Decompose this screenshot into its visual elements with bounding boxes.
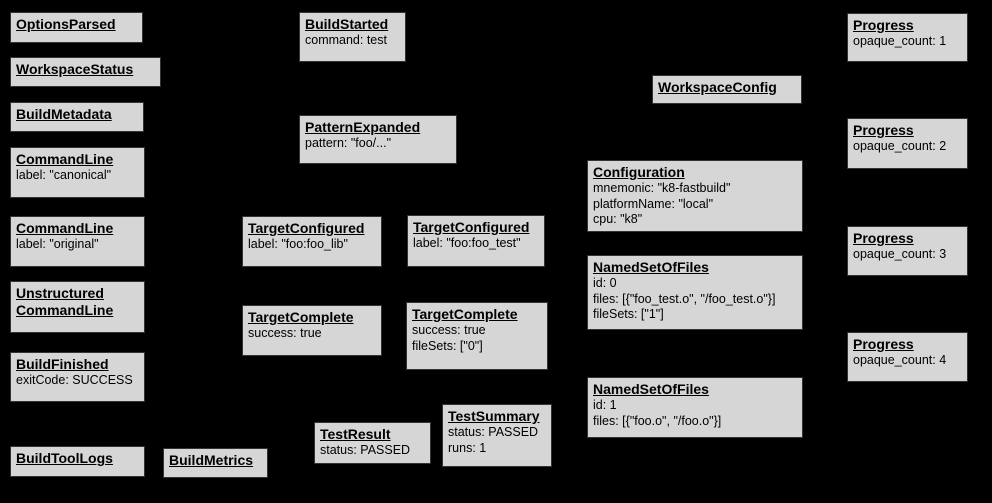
node-field: command: test xyxy=(305,33,387,47)
node-pattern-expanded: PatternExpanded pattern: "foo/..." xyxy=(299,115,457,164)
node-title: BuildFinished xyxy=(16,356,109,372)
node-command-line-original: CommandLine label: "original" xyxy=(10,216,145,267)
node-command-line-canonical: CommandLine label: "canonical" xyxy=(10,147,145,198)
node-title: TargetComplete xyxy=(412,306,518,322)
node-test-summary: TestSummary status: PASSED runs: 1 xyxy=(442,404,552,467)
node-title: Unstructured CommandLine xyxy=(16,285,114,318)
node-field: opaque_count: 2 xyxy=(853,139,947,153)
node-title: TargetComplete xyxy=(248,309,354,325)
node-field: label: "foo:foo_test" xyxy=(413,236,521,250)
node-build-finished: BuildFinished exitCode: SUCCESS xyxy=(10,352,145,402)
node-progress-1: Progress opaque_count: 1 xyxy=(847,13,968,62)
node-title: Progress xyxy=(853,122,914,138)
node-field: runs: 1 xyxy=(448,440,487,455)
node-title: TestSummary xyxy=(448,408,540,424)
node-field: opaque_count: 1 xyxy=(853,34,947,48)
node-workspace-config: WorkspaceConfig xyxy=(652,75,802,104)
node-title: TestResult xyxy=(320,426,391,442)
node-title: Progress xyxy=(853,230,914,246)
node-test-result: TestResult status: PASSED xyxy=(314,422,431,464)
node-field: status: PASSED xyxy=(320,443,411,457)
node-field: label: "canonical" xyxy=(16,168,112,182)
node-title: WorkspaceConfig xyxy=(658,79,777,95)
node-target-complete-test: TargetComplete success: true fileSets: [… xyxy=(406,302,548,370)
node-field: label: "original" xyxy=(16,237,99,251)
node-title: CommandLine xyxy=(16,220,114,236)
node-field: fileSets: ["1"] xyxy=(593,307,664,321)
node-progress-3: Progress opaque_count: 3 xyxy=(847,226,968,276)
node-build-tool-logs: BuildToolLogs xyxy=(10,446,145,477)
node-build-metadata: BuildMetadata xyxy=(10,102,144,132)
node-field: files: [{"foo_test.o", "/foo_test.o"}] xyxy=(593,291,776,306)
node-field: pattern: "foo/..." xyxy=(305,136,392,150)
node-named-set-of-files-0: NamedSetOfFiles id: 0 files: [{"foo_test… xyxy=(587,255,803,330)
node-title: BuildToolLogs xyxy=(16,450,113,466)
node-target-complete-lib: TargetComplete success: true xyxy=(242,305,382,356)
node-title: BuildStarted xyxy=(305,16,389,32)
node-build-metrics: BuildMetrics xyxy=(163,448,268,478)
node-target-configured-test: TargetConfigured label: "foo:foo_test" xyxy=(407,215,545,267)
node-title: CommandLine xyxy=(16,151,114,167)
node-title: NamedSetOfFiles xyxy=(593,259,709,275)
node-title: BuildMetadata xyxy=(16,106,112,122)
node-field: label: "foo:foo_lib" xyxy=(248,237,348,251)
node-field: status: PASSED xyxy=(448,425,539,439)
node-field: mnemonic: "k8-fastbuild" xyxy=(593,181,731,195)
node-field: platformName: "local" xyxy=(593,196,714,211)
node-title: Progress xyxy=(853,17,914,33)
node-field: exitCode: SUCCESS xyxy=(16,373,133,387)
node-title: PatternExpanded xyxy=(305,119,421,135)
node-field: success: true xyxy=(248,326,322,340)
node-field: opaque_count: 3 xyxy=(853,247,947,261)
node-title: TargetConfigured xyxy=(413,219,530,235)
node-progress-2: Progress opaque_count: 2 xyxy=(847,118,968,169)
node-field: cpu: "k8" xyxy=(593,212,643,226)
node-build-started: BuildStarted command: test xyxy=(299,12,406,62)
node-title: WorkspaceStatus xyxy=(16,61,134,77)
node-field: id: 0 xyxy=(593,276,617,290)
node-title: Progress xyxy=(853,336,914,352)
node-named-set-of-files-1: NamedSetOfFiles id: 1 files: [{"foo.o", … xyxy=(587,377,803,438)
node-title: TargetConfigured xyxy=(248,220,365,236)
node-target-configured-lib: TargetConfigured label: "foo:foo_lib" xyxy=(242,216,382,267)
node-field: success: true xyxy=(412,323,486,337)
node-field: files: [{"foo.o", "/foo.o"}] xyxy=(593,413,722,428)
node-field: fileSets: ["0"] xyxy=(412,338,483,353)
node-title: OptionsParsed xyxy=(16,16,116,32)
node-field: opaque_count: 4 xyxy=(853,353,947,367)
node-title: BuildMetrics xyxy=(169,452,254,468)
node-workspace-status: WorkspaceStatus xyxy=(10,57,161,87)
node-unstructured-command-line: Unstructured CommandLine xyxy=(10,281,145,333)
node-options-parsed: OptionsParsed xyxy=(10,12,143,43)
node-title: Configuration xyxy=(593,164,685,180)
node-configuration: Configuration mnemonic: "k8-fastbuild" p… xyxy=(587,160,803,232)
node-progress-4: Progress opaque_count: 4 xyxy=(847,332,968,382)
node-field: id: 1 xyxy=(593,398,617,412)
node-title: NamedSetOfFiles xyxy=(593,381,709,397)
